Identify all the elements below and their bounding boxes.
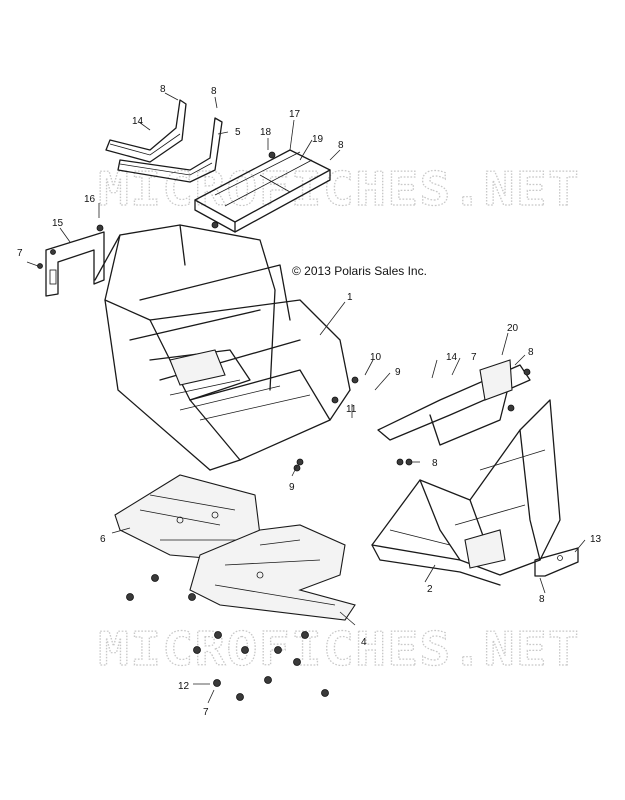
seat-base-frame	[194, 149, 331, 233]
callout-1: 1	[347, 292, 353, 303]
callout-18: 18	[260, 127, 272, 138]
callout-12: 12	[178, 681, 190, 692]
callout-8: 8	[338, 140, 344, 151]
callout-17: 16	[84, 194, 96, 205]
bolt-icon	[241, 646, 249, 654]
callout-20: 20	[507, 323, 519, 334]
leader-lines	[26, 92, 586, 704]
bolt-icon	[264, 676, 272, 684]
callout-9: 9	[289, 482, 295, 493]
front-bracket	[45, 224, 105, 297]
callout-13: 13	[590, 534, 602, 545]
bolt-icon	[507, 404, 515, 412]
side-bracket	[534, 547, 579, 577]
rear-skid-plate	[189, 524, 356, 621]
copyright-notice: © 2013 Polaris Sales Inc.	[292, 264, 427, 278]
main-frame	[94, 224, 359, 471]
seat-bracket-assembly	[105, 99, 223, 183]
callout-8: 8	[160, 84, 166, 95]
bolt-icon	[37, 263, 43, 269]
watermark-bottom: MICROFICHES.NET	[98, 622, 580, 676]
bolt-icon	[193, 646, 201, 654]
bolt-icon	[214, 631, 222, 639]
bolt-icon	[274, 646, 282, 654]
callout-7: 7	[17, 248, 23, 259]
callout-6: 6	[100, 534, 106, 545]
bolt-icon	[293, 658, 301, 666]
watermark-top: MICROFICHES.NET	[98, 162, 580, 216]
bolt-icon	[126, 593, 134, 601]
callout-5: 4	[361, 637, 367, 648]
callout-10: 10	[370, 352, 382, 363]
callout-11: 11	[346, 404, 357, 415]
callout-15: 15	[52, 218, 64, 229]
callout-19: 19	[312, 134, 324, 145]
callout-9: 9	[395, 367, 401, 378]
fasteners	[37, 263, 515, 701]
bolt-icon	[151, 574, 159, 582]
callout-8: 8	[432, 458, 438, 469]
callout-4: 14	[132, 116, 144, 127]
rear-bracket	[377, 359, 531, 466]
callout-8: 8	[539, 594, 545, 605]
callouts: 8 8 14 5 18 17 19 8 16 15 7 1 20 14 7 8 …	[17, 84, 602, 718]
callout-14: 14	[446, 352, 458, 363]
callout-7: 7	[471, 352, 477, 363]
callout-8: 8	[528, 347, 534, 358]
callout-8: 8	[211, 86, 217, 97]
bolt-icon	[236, 693, 244, 701]
rear-subframe	[371, 399, 561, 586]
callout-7: 7	[203, 707, 209, 718]
bolt-icon	[405, 458, 413, 466]
callout-16: 17	[289, 109, 301, 120]
bolt-icon	[213, 679, 221, 687]
bolt-icon	[188, 593, 196, 601]
callout-2: 2	[427, 584, 433, 595]
bolt-icon	[321, 689, 329, 697]
bolt-icon	[301, 631, 309, 639]
callout-3: 5	[235, 127, 241, 138]
